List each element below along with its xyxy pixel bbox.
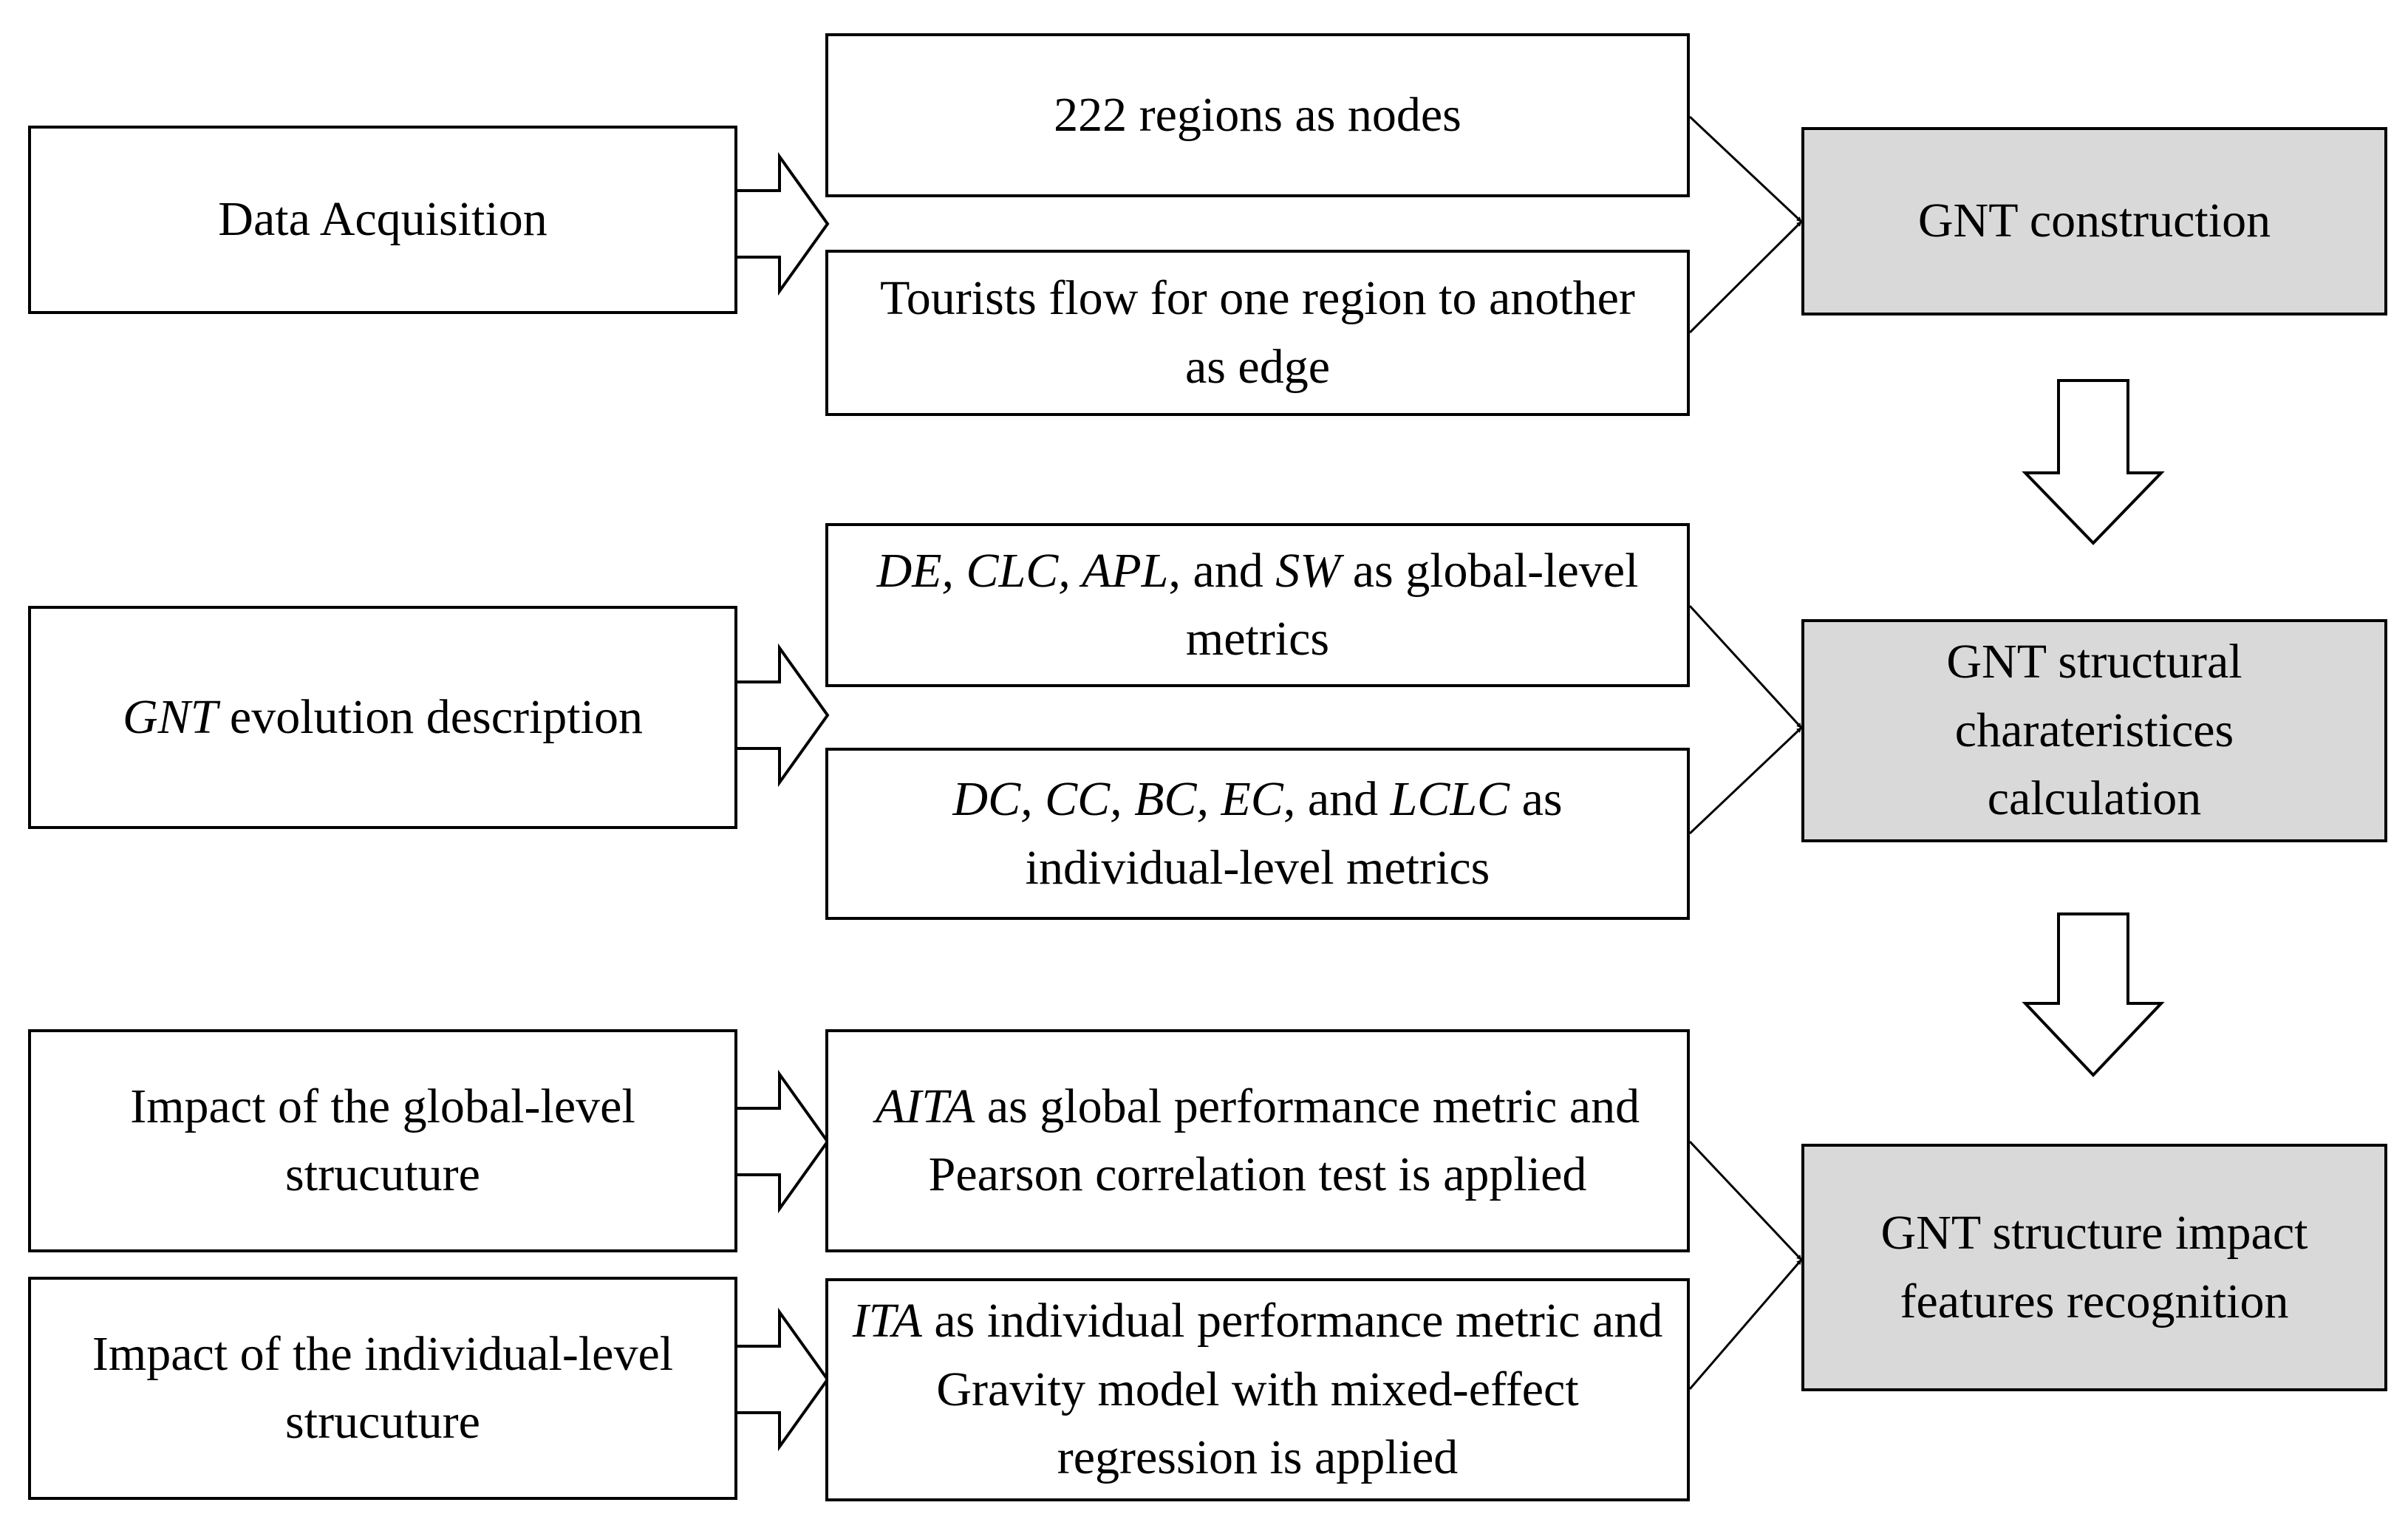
step-label: Impact of the individual-level strucutur… [92, 1326, 674, 1449]
detail-text: as individual-level metrics [1025, 772, 1563, 895]
detail-em: ITA [852, 1294, 922, 1348]
result-label: GNT structural charateristices calculati… [1946, 635, 2242, 826]
down-arrow-1 [2022, 379, 2165, 545]
connector-line [1688, 1140, 1803, 1261]
step-label-italic: GNT [123, 689, 218, 744]
step-gnt-evolution-description: GNT evolution description [28, 606, 737, 829]
step-impact-global-level: Impact of the global-level strucuture [28, 1029, 737, 1252]
block-arrow-row2 [734, 643, 830, 788]
step-impact-individual-level: Impact of the individual-level strucutur… [28, 1277, 737, 1500]
detail-label: AITA as global performance metric and Pe… [858, 1073, 1657, 1210]
detail-label: ITA as individual performance metric and… [843, 1287, 1672, 1492]
detail-text: as global-level metrics [1185, 543, 1639, 666]
detail-edges: Tourists flow for one region to another … [825, 250, 1690, 416]
detail-text: as individual performance metric and Gra… [921, 1294, 1663, 1485]
connector-line [1688, 726, 1803, 835]
detail-ita-gravity: ITA as individual performance metric and… [825, 1278, 1690, 1501]
step-label-rest: evolution description [217, 689, 643, 744]
detail-individual-metrics: DC, CC, BC, EC, and LCLC as individual-l… [825, 748, 1690, 920]
block-arrow-row3a [734, 1069, 830, 1214]
result-gnt-structural-characteristics: GNT structural charateristices calculati… [1801, 619, 2387, 842]
step-label: Impact of the global-level strucuture [130, 1079, 635, 1201]
result-gnt-impact-features: GNT structure impact features recognitio… [1801, 1144, 2387, 1391]
detail-label: Tourists flow for one region to another … [880, 271, 1635, 394]
detail-text: , and [1168, 543, 1276, 598]
detail-em: AITA [875, 1079, 975, 1133]
result-label: GNT structure impact features recognitio… [1880, 1206, 2308, 1328]
connector-line [1688, 115, 1803, 223]
step-data-acquisition: Data Acquisition [28, 126, 737, 314]
detail-em: DE, CLC, APL [876, 543, 1169, 598]
detail-label: DE, CLC, APL, and SW as global-level met… [850, 537, 1665, 674]
detail-text: as global performance metric and Pearson… [928, 1079, 1640, 1201]
detail-text: , and [1283, 772, 1391, 827]
result-label: GNT construction [1917, 194, 2271, 248]
detail-em: DC, CC, BC, EC [952, 772, 1283, 827]
step-label: GNT evolution description [123, 683, 643, 751]
detail-label: DC, CC, BC, EC, and LCLC as individual-l… [850, 765, 1665, 902]
detail-em: LCLC [1390, 772, 1510, 827]
detail-em: SW [1275, 543, 1341, 598]
detail-nodes: 222 regions as nodes [825, 33, 1690, 197]
down-arrow-2 [2022, 912, 2165, 1077]
block-arrow-row1 [734, 151, 830, 296]
detail-global-metrics: DE, CLC, APL, and SW as global-level met… [825, 523, 1690, 687]
connector-line [1688, 220, 1803, 334]
detail-label: 222 regions as nodes [1054, 87, 1461, 142]
block-arrow-row3b [734, 1307, 830, 1452]
detail-aita-pearson: AITA as global performance metric and Pe… [825, 1029, 1690, 1252]
result-gnt-construction: GNT construction [1801, 127, 2387, 315]
step-label: Data Acquisition [218, 192, 548, 247]
connector-line [1688, 604, 1803, 729]
connector-line [1688, 1259, 1803, 1390]
